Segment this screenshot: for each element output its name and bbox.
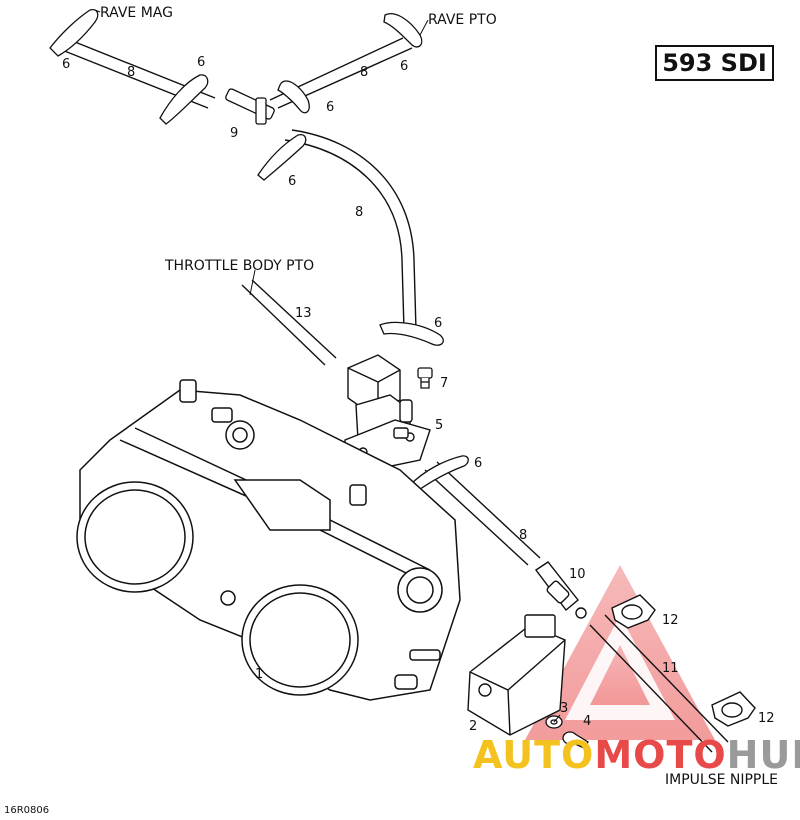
callout-leaders (94, 9, 561, 723)
callout-10: 10 (569, 567, 586, 582)
watermark-part-3: HUB (726, 733, 800, 777)
watermark-part-1: AUTO (473, 733, 595, 777)
model-badge: 593 SDI (655, 45, 774, 81)
screw-7 (417, 367, 433, 389)
callout-8: 8 (127, 65, 135, 80)
callout-8: 8 (360, 65, 368, 80)
callout-9: 9 (230, 126, 238, 141)
callout-6: 6 (326, 100, 334, 115)
throttle-body (76, 379, 461, 701)
hose-clamps (49, 9, 469, 493)
callout-12: 12 (662, 613, 679, 628)
callout-1: 1 (255, 667, 263, 682)
callout-6: 6 (62, 57, 70, 72)
tee-fitting (225, 88, 275, 125)
callout-6: 6 (434, 316, 442, 331)
watermark-part-2: MOTO (594, 733, 727, 777)
callout-13: 13 (295, 306, 312, 321)
clamps-12 (611, 594, 756, 727)
callout-12: 12 (758, 711, 775, 726)
callout-6: 6 (197, 55, 205, 70)
callout-11: 11 (662, 661, 679, 676)
watermark-triangle-logo (525, 565, 715, 740)
callout-6: 6 (400, 59, 408, 74)
label-rave-pto: RAVE PTO (428, 12, 497, 28)
labels: RAVE MAG RAVE PTO THROTTLE BODY PTO 6 8 … (62, 5, 775, 734)
hose-lines (61, 37, 729, 753)
callout-6: 6 (288, 174, 296, 189)
rave-solenoid-valve (344, 354, 431, 471)
callout-5: 5 (435, 418, 443, 433)
label-rave-mag: RAVE MAG (100, 5, 173, 21)
callout-8: 8 (355, 205, 363, 220)
callout-6: 6 (474, 456, 482, 471)
diagram-code: 16R0806 (4, 805, 50, 816)
screw-4 (562, 731, 589, 749)
label-impulse-nipple: IMPULSE NIPPLE (665, 772, 779, 788)
throttle-position-sensor (467, 614, 566, 736)
label-throttle-body-pto: THROTTLE BODY PTO (164, 258, 314, 274)
callout-8: 8 (519, 528, 527, 543)
watermark-text: AUTOMOTOHUB (473, 733, 800, 777)
callout-2: 2 (469, 719, 477, 734)
callout-3: 3 (560, 701, 568, 716)
check-valve-10 (534, 561, 587, 619)
callout-4: 4 (583, 714, 591, 729)
callout-7: 7 (440, 376, 448, 391)
